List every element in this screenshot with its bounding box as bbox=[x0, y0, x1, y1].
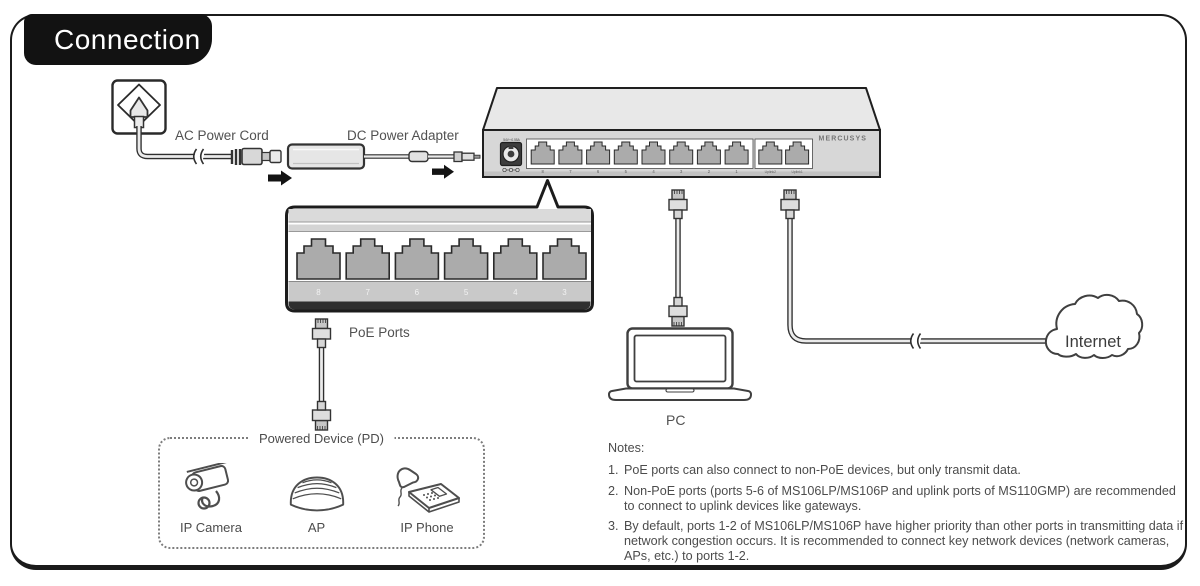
port-number: 7 bbox=[365, 288, 370, 297]
uplink-port-label: Uplink2 bbox=[765, 170, 776, 174]
rj45-port-icon bbox=[669, 141, 694, 165]
poe-ethernet-cable bbox=[311, 318, 332, 431]
device-label: IP Camera bbox=[180, 520, 242, 535]
rj45-port-icon bbox=[724, 141, 749, 165]
dc-power-adapter-label: DC Power Adapter bbox=[347, 128, 459, 143]
rj45-connector-icon bbox=[311, 400, 332, 431]
laptop-icon bbox=[607, 327, 753, 401]
internet-ethernet-cable bbox=[780, 189, 1049, 350]
rj45-port-icon bbox=[530, 141, 555, 165]
powered-device-label: Powered Device (PD) bbox=[249, 431, 394, 446]
device-label: AP bbox=[307, 520, 326, 535]
rj45-port-icon bbox=[696, 141, 721, 165]
rj45-connector-icon bbox=[311, 318, 332, 349]
pc-label: PC bbox=[666, 412, 686, 428]
port-number: 6 bbox=[415, 288, 420, 297]
poe-ports-callout: 8 7 6 5 4 3 bbox=[285, 179, 594, 313]
ac-power-cord bbox=[136, 126, 292, 186]
rj45-connector-icon bbox=[780, 189, 800, 220]
powered-device-list: IP Camera AP bbox=[160, 439, 483, 547]
port-number: 3 bbox=[680, 169, 683, 174]
rj45-port-icon bbox=[345, 238, 391, 280]
uplink-port-label: Uplink1 bbox=[791, 170, 802, 174]
internet-label: Internet bbox=[1065, 333, 1121, 351]
rj45-connector-icon bbox=[668, 296, 688, 327]
port-number-row: 8 7 6 5 4 3 2 1 Uplink2 Uplink1 bbox=[542, 169, 803, 174]
port-number: 2 bbox=[708, 169, 711, 174]
note-item: 1. PoE ports can also connect to non-PoE… bbox=[608, 463, 1186, 478]
poe-port-row bbox=[530, 141, 749, 165]
rj45-port-icon bbox=[785, 141, 810, 165]
uplink-port-row bbox=[758, 141, 810, 165]
poe-ports-label: PoE Ports bbox=[349, 325, 410, 340]
port-number: 7 bbox=[569, 169, 572, 174]
note-item: 3. By default, ports 1-2 of MS106LP/MS10… bbox=[608, 519, 1186, 564]
rj45-port-icon bbox=[758, 141, 783, 165]
port-number: 8 bbox=[316, 288, 321, 297]
ac-power-cord-label: AC Power Cord bbox=[175, 128, 269, 143]
rj45-port-icon bbox=[641, 141, 666, 165]
rj45-connector-icon bbox=[668, 189, 688, 220]
switch-top-face bbox=[482, 87, 881, 131]
rj45-port-icon bbox=[542, 238, 587, 280]
poe-switch-device: 54V⎓0.55A bbox=[482, 87, 881, 178]
dc-plug-icon bbox=[453, 151, 481, 163]
rj45-port-icon bbox=[492, 238, 538, 280]
rj45-port-icon bbox=[296, 238, 341, 280]
rj45-port-icon bbox=[394, 238, 440, 280]
page-border bbox=[10, 14, 1187, 570]
dc-power-adapter bbox=[286, 143, 481, 179]
port-number: 6 bbox=[597, 169, 600, 174]
dc-power-jack: 54V⎓0.55A bbox=[499, 138, 523, 173]
port-number: 8 bbox=[542, 169, 545, 174]
note-number: 3. bbox=[608, 519, 619, 534]
internet-cloud-icon: Internet bbox=[1044, 293, 1144, 359]
ip-camera-icon bbox=[185, 463, 230, 510]
note-text: Non-PoE ports (ports 5-6 of MS106LP/MS10… bbox=[624, 483, 1176, 513]
notes-title: Notes: bbox=[608, 441, 645, 455]
insert-arrow-icon bbox=[432, 164, 454, 179]
ac-connector-icon bbox=[230, 147, 282, 166]
rj45-port-icon bbox=[613, 141, 638, 165]
wall-outlet-icon bbox=[111, 79, 167, 135]
polarity-icon bbox=[502, 167, 520, 173]
notes-section: Notes: 1. PoE ports can also connect to … bbox=[608, 441, 1186, 570]
note-number: 1. bbox=[608, 462, 619, 477]
ip-phone-icon bbox=[396, 467, 460, 513]
port-number: 4 bbox=[513, 288, 518, 297]
port-number: 3 bbox=[562, 288, 567, 297]
note-number: 2. bbox=[608, 483, 619, 498]
insert-arrow-icon bbox=[268, 170, 292, 186]
cable-break-icon bbox=[192, 148, 205, 165]
rj45-port-icon bbox=[443, 238, 489, 280]
rj45-port-icon bbox=[558, 141, 583, 165]
callout-number-row: 8 7 6 5 4 3 bbox=[316, 288, 567, 297]
powered-device-box: Powered Device (PD) IP Camera bbox=[158, 431, 485, 549]
pc-ethernet-cable bbox=[668, 189, 688, 327]
port-number: 5 bbox=[625, 169, 628, 174]
port-number: 5 bbox=[464, 288, 469, 297]
port-number: 1 bbox=[735, 169, 738, 174]
power-spec-label: 54V⎓0.55A bbox=[503, 138, 520, 142]
brand-logo: MERCUSYS bbox=[819, 136, 867, 143]
rj45-port-icon bbox=[586, 141, 611, 165]
note-text: By default, ports 1-2 of MS106LP/MS106P … bbox=[624, 519, 1184, 564]
pd-device-ap: AP bbox=[286, 469, 348, 535]
pd-device-ip-camera: IP Camera bbox=[180, 463, 242, 535]
access-point-icon bbox=[289, 476, 344, 512]
page-title: Connection bbox=[24, 14, 212, 65]
cable-break-icon bbox=[909, 332, 922, 350]
port-number: 4 bbox=[652, 169, 655, 174]
device-label: IP Phone bbox=[400, 520, 454, 535]
pd-device-ip-phone: IP Phone bbox=[391, 463, 463, 535]
note-text: PoE ports can also connect to non-PoE de… bbox=[624, 462, 1021, 477]
callout-port-row bbox=[296, 238, 587, 280]
note-item: 2. Non-PoE ports (ports 5-6 of MS106LP/M… bbox=[608, 484, 1186, 514]
